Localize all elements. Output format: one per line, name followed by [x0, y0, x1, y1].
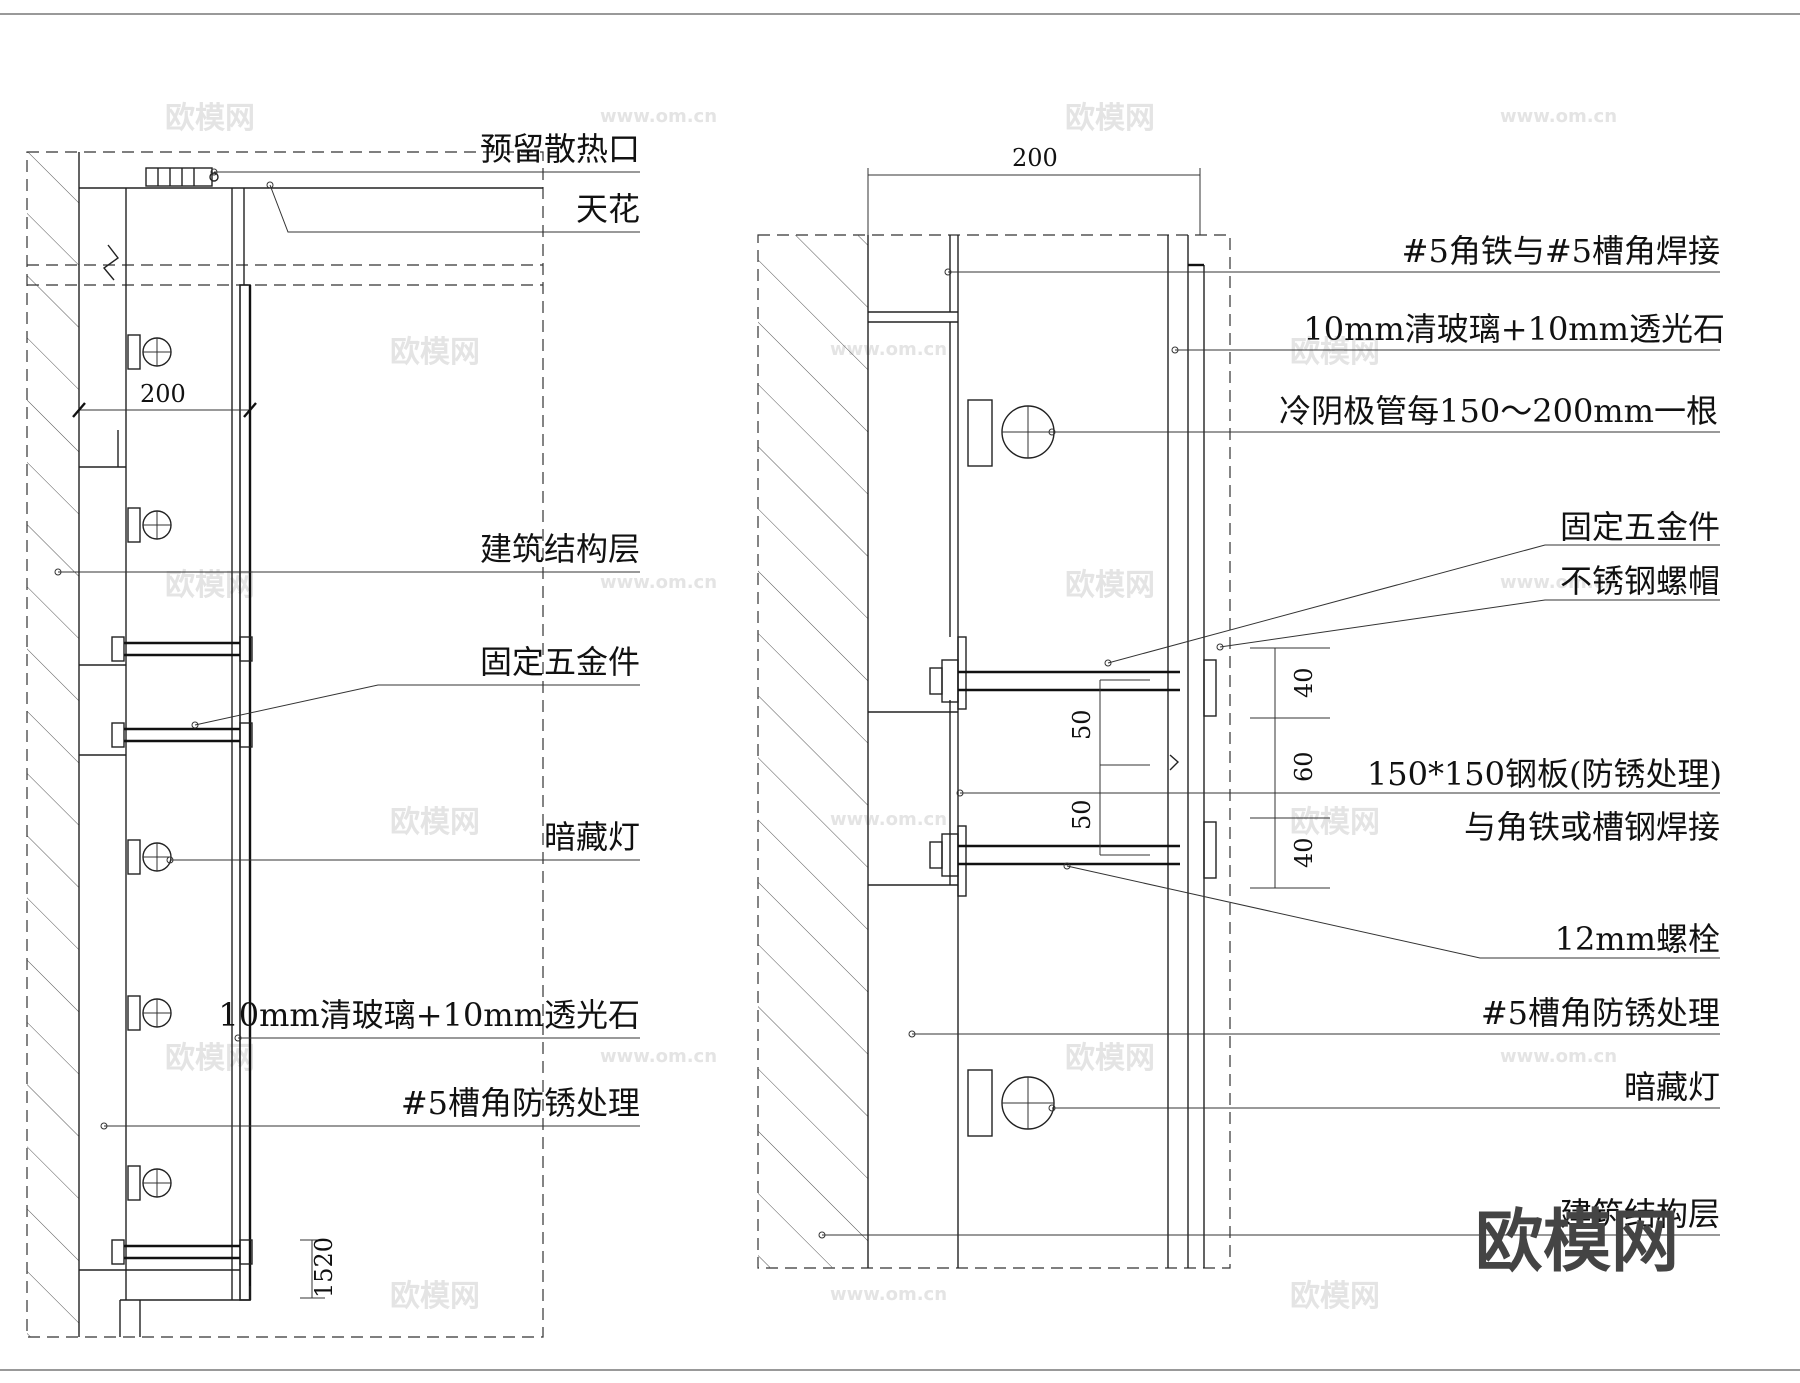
left-glass-panel: [239, 284, 251, 1301]
label-vent: 预留散热口: [480, 130, 640, 168]
svg-text:欧模网: 欧模网: [390, 335, 480, 370]
svg-text:欧模网: 欧模网: [390, 1279, 480, 1314]
svg-text:欧模网: 欧模网: [165, 101, 255, 136]
left-bolt-assemblies: [79, 430, 253, 1271]
right-dim-b: 60: [1290, 751, 1318, 782]
left-dashed-boundary: [26, 151, 544, 1338]
left-detail: 200 1520 预留散热口 天花 建筑结构层 固定五金件 暗藏灯 10mm清玻…: [26, 130, 640, 1338]
right-detail: 50 50 40 60 40 200: [757, 144, 1725, 1269]
label-tube: 冷阴极管每150～200mm一根: [1279, 392, 1718, 430]
label-glass: 10mm清玻璃+10mm透光石: [218, 996, 640, 1034]
svg-text:www.om.cn: www.om.cn: [600, 1046, 717, 1067]
label-bolt: 12mm螺栓: [1555, 920, 1720, 958]
watermark-layer: 欧模网 www.om.cn 欧模网 www.om.cn 欧模网 www.om.c…: [165, 101, 1617, 1314]
svg-text:www.om.cn: www.om.cn: [1500, 572, 1617, 593]
right-dim-e: 50: [1068, 799, 1096, 830]
label-nut: 不锈钢螺帽: [1560, 562, 1720, 600]
left-leaders: [54, 168, 640, 1130]
label-right-hidden-light: 暗藏灯: [1624, 1068, 1720, 1106]
svg-text:www.om.cn: www.om.cn: [600, 572, 717, 593]
svg-text:欧模网: 欧模网: [1065, 1041, 1155, 1076]
label-channel: #5槽角防锈处理: [401, 1084, 640, 1122]
svg-text:www.om.cn: www.om.cn: [600, 106, 717, 127]
right-leaders: [818, 268, 1720, 1239]
svg-text:www.om.cn: www.om.cn: [1500, 106, 1617, 127]
right-dim-width: 200: [1012, 144, 1058, 172]
brand-logo: 欧模网: [1475, 1203, 1679, 1282]
label-plate-weld: 与角铁或槽钢焊接: [1464, 808, 1720, 846]
svg-text:欧模网: 欧模网: [165, 568, 255, 603]
left-wall-hatch: [27, 152, 79, 1337]
label-right-glass: 10mm清玻璃+10mm透光石: [1303, 310, 1725, 348]
vent-grille-icon: [145, 167, 219, 187]
right-side-dims: [1250, 647, 1330, 889]
svg-text:欧模网: 欧模网: [165, 1041, 255, 1076]
label-right-channel: #5槽角防锈处理: [1481, 994, 1720, 1032]
right-dim-a: 40: [1290, 667, 1318, 698]
svg-text:欧模网: 欧模网: [1065, 568, 1155, 603]
right-dim-d: 50: [1068, 709, 1096, 740]
svg-text:欧模网: 欧模网: [1290, 805, 1380, 840]
left-light-fixtures: [127, 334, 172, 1201]
left-dim-width: 200: [140, 380, 186, 408]
right-wall-hatch: [758, 235, 868, 1268]
right-light-fixtures: [967, 399, 1055, 1137]
right-bolt-assemblies: [929, 636, 1217, 897]
label-structure: 建筑结构层: [480, 530, 640, 568]
label-right-hardware: 固定五金件: [1560, 508, 1720, 546]
svg-text:欧模网: 欧模网: [1065, 101, 1155, 136]
svg-text:www.om.cn: www.om.cn: [830, 1284, 947, 1305]
break-mark: [102, 244, 119, 281]
svg-text:www.om.cn: www.om.cn: [1500, 1046, 1617, 1067]
label-plate: 150*150钢板(防锈处理): [1367, 755, 1722, 793]
svg-text:欧模网: 欧模网: [1290, 335, 1380, 370]
label-ceiling: 天花: [576, 190, 640, 228]
label-hardware: 固定五金件: [480, 643, 640, 681]
label-weld: #5角铁与#5槽角焊接: [1402, 232, 1720, 270]
svg-text:欧模网: 欧模网: [390, 805, 480, 840]
right-dim-c: 40: [1290, 837, 1318, 868]
right-internal-dims: [1099, 679, 1150, 856]
left-dim-bottom: 1520: [310, 1237, 338, 1298]
svg-text:欧模网: 欧模网: [1290, 1279, 1380, 1314]
label-right-structure: 建筑结构层: [1560, 1195, 1720, 1233]
label-hidden-light: 暗藏灯: [544, 818, 640, 856]
left-bottom-sill: [119, 1286, 251, 1337]
